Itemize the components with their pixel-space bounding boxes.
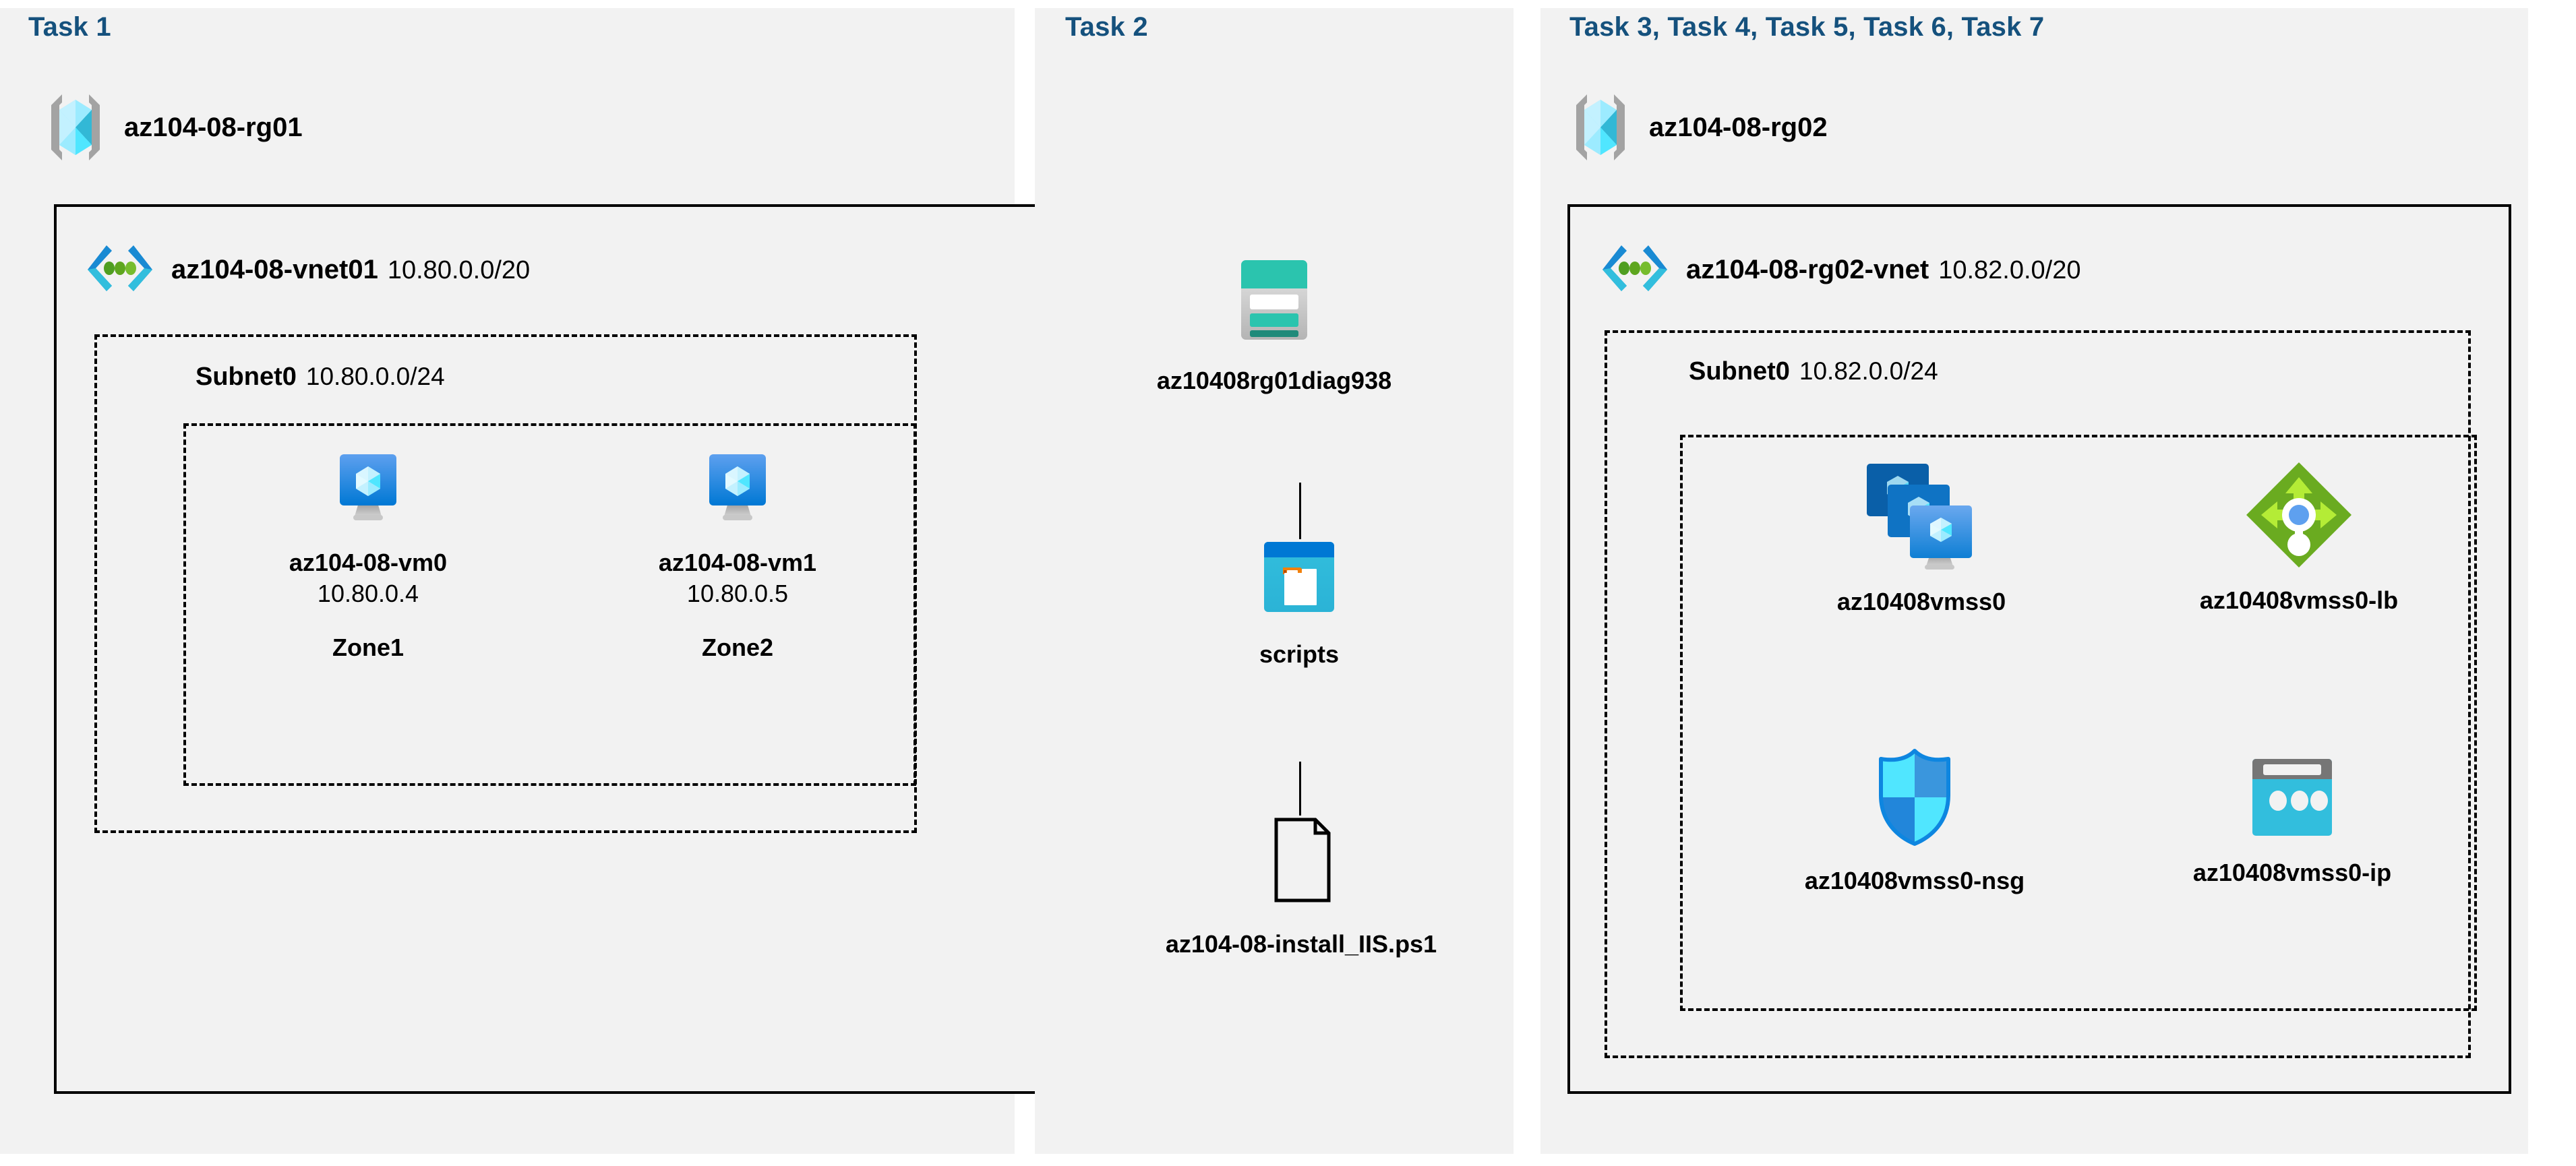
task1-vm0-node[interactable]: az104-08-vm0 10.80.0.4 Zone1 <box>260 450 476 662</box>
task3-subnet-name: Subnet0 <box>1689 357 1790 386</box>
connector-storage-to-scripts <box>1299 483 1301 539</box>
task1-vnet-name: az104-08-vnet01 <box>171 254 378 284</box>
task3-publicip-node[interactable]: az10408vmss0-ip <box>2151 755 2434 888</box>
public-ip-address-icon <box>2248 755 2336 840</box>
task2-file-name: az104-08-install_IIS.ps1 <box>1165 930 1437 958</box>
task1-subnet-cidr: 10.80.0.0/24 <box>305 363 445 390</box>
network-security-group-icon <box>1874 747 1955 848</box>
task1-vm0-name: az104-08-vm0 <box>289 549 448 576</box>
task3-nsg-node[interactable]: az10408vmss0-nsg <box>1766 747 2063 896</box>
task3-loadbalancer-name: az10408vmss0-lb <box>2199 586 2399 614</box>
task2-file-node[interactable]: az104-08-install_IIS.ps1 <box>1160 816 1443 959</box>
task3-resource-group: az104-08-rg02 <box>1571 92 1828 163</box>
blob-container-icon <box>1261 539 1337 615</box>
task1-vm1-zone: Zone2 <box>701 633 773 661</box>
task3-vnet-cidr: 10.82.0.0/20 <box>1938 255 2081 284</box>
virtual-network-icon <box>86 241 154 298</box>
task1-resource-group: az104-08-rg01 <box>46 92 303 163</box>
task3-publicip-name: az10408vmss0-ip <box>2192 859 2392 886</box>
task2-title: Task 2 <box>1065 12 1148 42</box>
task1-subnet-name: Subnet0 <box>196 363 297 391</box>
resource-group-icon <box>46 92 105 163</box>
task1-vm1-ip: 10.80.0.5 <box>686 580 789 607</box>
storage-account-icon <box>1238 257 1310 342</box>
load-balancer-icon <box>2242 458 2356 572</box>
task1-vnet-cidr: 10.80.0.0/20 <box>387 255 531 284</box>
virtual-machine-icon <box>328 450 409 524</box>
task3-vnet-name: az104-08-rg02-vnet <box>1686 254 1929 284</box>
vm-scale-set-icon <box>1857 458 1985 573</box>
task1-rg-name: az104-08-rg01 <box>124 112 303 142</box>
file-icon <box>1265 816 1337 904</box>
virtual-machine-icon <box>697 450 778 524</box>
task1-vnet-header: az104-08-vnet01 10.80.0.0/20 <box>86 241 530 298</box>
virtual-network-icon <box>1601 241 1669 298</box>
task3-subnet-box <box>1605 330 2471 1058</box>
task3-loadbalancer-node[interactable]: az10408vmss0-lb <box>2157 458 2440 615</box>
task1-title: Task 1 <box>28 12 111 42</box>
resource-group-icon <box>1571 92 1630 163</box>
task2-storage-account-name: az10408rg01diag938 <box>1156 367 1392 394</box>
connector-scripts-to-file <box>1299 762 1301 816</box>
task3-nsg-name: az10408vmss0-nsg <box>1804 867 2025 894</box>
task1-zone-group-box <box>183 423 916 786</box>
task2-blob-container-name: scripts <box>1259 640 1340 668</box>
task2-storage-account-node[interactable]: az10408rg01diag938 <box>1146 257 1402 396</box>
task3-subnet-cidr: 10.82.0.0/24 <box>1799 357 1938 385</box>
task1-vm0-zone: Zone1 <box>332 633 404 661</box>
task3-subnet-label: Subnet0 10.82.0.0/24 <box>1689 357 1938 386</box>
task3-resource-group-box <box>1680 435 2477 1011</box>
task1-vm1-name: az104-08-vm1 <box>658 549 817 576</box>
task3-vmss-node[interactable]: az10408vmss0 <box>1780 458 2063 617</box>
task2-blob-container-node[interactable]: scripts <box>1171 539 1427 669</box>
task1-vm0-ip: 10.80.0.4 <box>317 580 419 607</box>
task1-subnet-label: Subnet0 10.80.0.0/24 <box>196 363 445 392</box>
task3-vnet-header: az104-08-rg02-vnet 10.82.0.0/20 <box>1601 241 2081 298</box>
task1-vm1-node[interactable]: az104-08-vm1 10.80.0.5 Zone2 <box>630 450 845 662</box>
task3-vmss-name: az10408vmss0 <box>1836 588 2006 615</box>
task3-vnet-box <box>1567 204 2511 1094</box>
task3-rg-name: az104-08-rg02 <box>1649 112 1828 142</box>
task3-title: Task 3, Task 4, Task 5, Task 6, Task 7 <box>1569 12 2045 42</box>
